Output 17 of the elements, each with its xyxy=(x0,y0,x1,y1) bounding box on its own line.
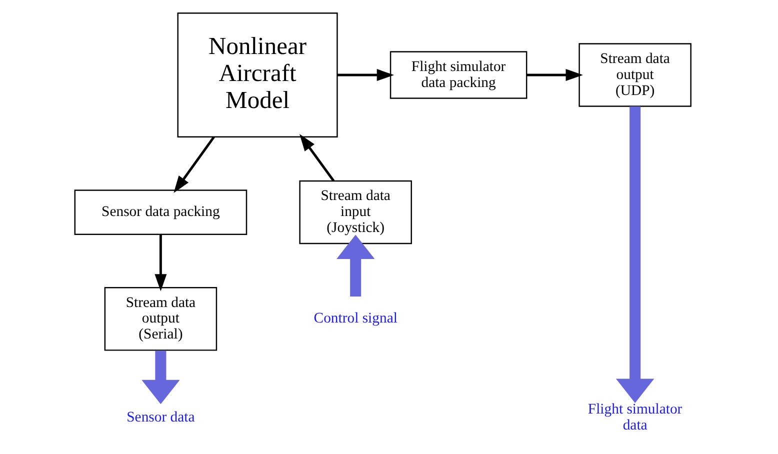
arrow xyxy=(526,69,583,82)
arrow xyxy=(142,350,180,404)
node-box: Sensor data packing xyxy=(74,190,248,235)
node-box: Nonlinear Aircraft Model xyxy=(177,12,338,138)
arrow xyxy=(337,69,394,82)
arrow xyxy=(154,234,167,292)
node-box: Stream data output (UDP) xyxy=(578,43,692,107)
arrow xyxy=(300,134,335,182)
node-box: Flight simulator data packing xyxy=(390,51,528,99)
arrow xyxy=(336,234,375,297)
node-text: Sensor data xyxy=(126,409,195,426)
arrow xyxy=(174,136,215,194)
node-box: Stream data output (Serial) xyxy=(104,287,218,351)
arrow xyxy=(616,106,654,403)
node-text: Flight simulator data xyxy=(588,401,682,434)
node-text: Control signal xyxy=(314,310,398,327)
node-box: Stream data input (Joystick) xyxy=(299,180,412,244)
